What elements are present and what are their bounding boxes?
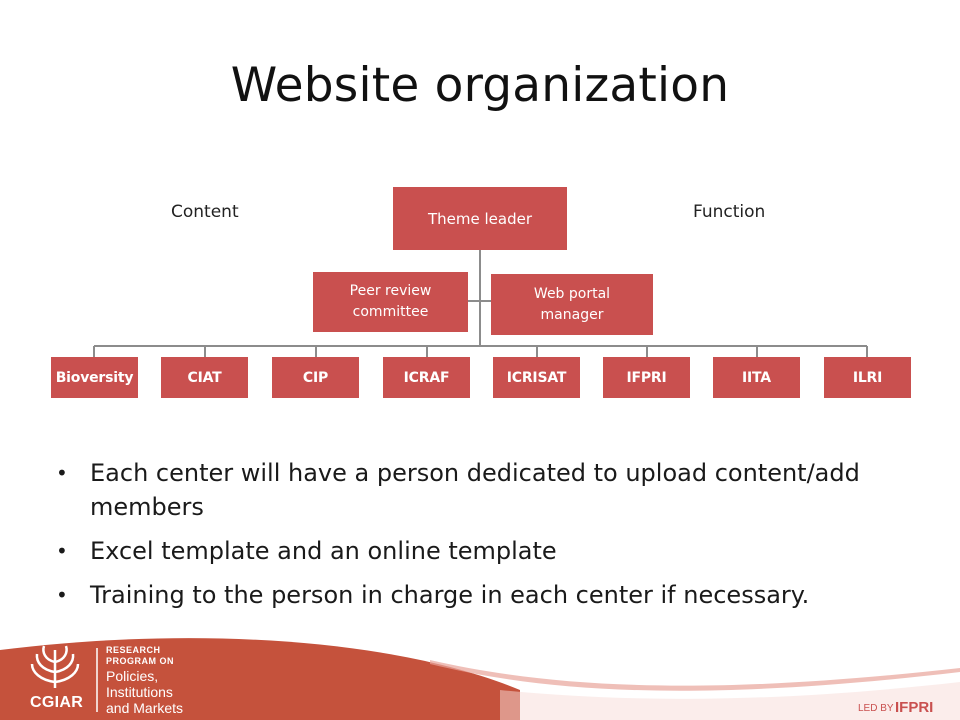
bullet-text: Each center will have a person dedicated… [90, 459, 860, 521]
center-box-bioversity: Bioversity [51, 357, 138, 398]
peer-review-committee-box: Peer review committee [313, 272, 468, 332]
bullet-dot-icon: • [56, 461, 68, 485]
bullet-item: • Excel template and an online template [56, 534, 916, 568]
bullet-item: • Training to the person in charge in eac… [56, 578, 916, 612]
led-by-label: LED BY [858, 703, 894, 714]
content-label: Content [171, 202, 239, 222]
center-box-ifpri: IFPRI [603, 357, 690, 398]
program-label-line2: PROGRAM ON [106, 656, 174, 666]
function-label: Function [693, 202, 766, 222]
center-box-iita: IITA [713, 357, 800, 398]
center-box-icraf: ICRAF [383, 357, 470, 398]
bullet-text: Excel template and an online template [90, 537, 557, 565]
cgiar-logo-icon [30, 645, 80, 688]
center-box-cip: CIP [272, 357, 359, 398]
cgiar-wordmark: CGIAR [30, 694, 84, 711]
center-box-ciat: CIAT [161, 357, 248, 398]
center-box-icrisat: ICRISAT [493, 357, 580, 398]
bullet-item: • Each center will have a person dedicate… [56, 456, 916, 524]
program-name-line3: and Markets [106, 700, 184, 716]
slide-title: Website organization [230, 58, 730, 113]
theme-leader-box: Theme leader [393, 187, 567, 250]
center-box-ilri: ILRI [824, 357, 911, 398]
bullet-list: • Each center will have a person dedicate… [56, 456, 916, 622]
program-name-line1: Policies, [106, 668, 159, 684]
bullet-text: Training to the person in charge in each… [90, 581, 810, 609]
ifpri-logo: IFPRI [895, 699, 934, 716]
bullet-dot-icon: • [56, 583, 68, 607]
bullet-dot-icon: • [56, 539, 68, 563]
program-label-line1: RESEARCH [106, 645, 161, 655]
web-portal-manager-box: Web portal manager [491, 274, 653, 335]
program-name-line2: Institutions [106, 684, 173, 700]
